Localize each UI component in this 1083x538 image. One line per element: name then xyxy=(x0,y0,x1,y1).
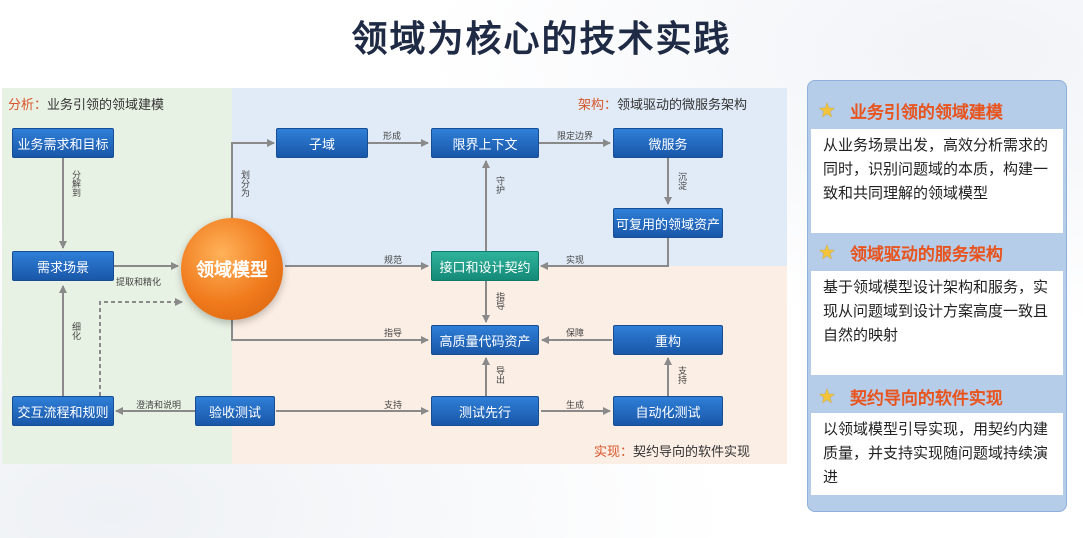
label-refine: 细化 xyxy=(70,322,80,340)
panel-heading-text-1: 业务引领的领域建模 xyxy=(849,102,1003,123)
panel-body-3: 以领域模型引导实现，用契约内建质量，并支持实现随问题域持续演进 xyxy=(811,413,1063,495)
label-form: 形成 xyxy=(383,132,402,142)
panel-heading-3: ★ 契约导向的软件实现 xyxy=(818,383,1003,409)
node-acceptance: 验收测试 xyxy=(195,396,275,426)
edge-divide xyxy=(231,139,275,222)
panel-heading-text-2: 领域驱动的服务架构 xyxy=(849,244,1003,265)
implementation-prefix: 实现： xyxy=(594,445,634,460)
star-icon: ★ xyxy=(818,98,836,122)
node-test-first: 测试先行 xyxy=(431,396,539,426)
node-interaction: 交互流程和规则 xyxy=(12,396,114,426)
panel-heading-2: ★ 领域驱动的服务架构 xyxy=(818,239,1003,265)
analysis-prefix: 分析： xyxy=(8,98,48,113)
label-sediment: 沉淀 xyxy=(676,172,686,190)
star-icon: ★ xyxy=(818,384,836,408)
panel-body-1: 从业务场景出发，高效分析需求的同时，识别问题域的本质，构建一致和共同理解的领域模… xyxy=(811,129,1063,233)
label-decompose: 分解到 xyxy=(70,170,80,197)
label-extract: 提取和精化 xyxy=(116,278,162,288)
edge-implement xyxy=(540,238,669,270)
node-auto-test: 自动化测试 xyxy=(613,396,723,426)
panel-heading-1: ★ 业务引领的领域建模 xyxy=(818,97,1003,123)
label-support-refactor: 支持 xyxy=(676,366,686,384)
label-divide: 划分为 xyxy=(239,170,249,197)
node-code-asset: 高质量代码资产 xyxy=(431,325,539,355)
node-microservice: 微服务 xyxy=(613,128,723,158)
label-clarify: 澄清和说明 xyxy=(136,401,182,411)
label-standard: 规范 xyxy=(384,256,403,266)
label-support-test: 支持 xyxy=(384,401,403,411)
label-generate: 生成 xyxy=(566,401,585,411)
core-domain-model: 领域模型 xyxy=(181,218,283,320)
node-contract: 接口和设计契约 xyxy=(431,251,539,281)
page-title: 领域为核心的技术实践 xyxy=(351,19,732,60)
label-lead-out: 导出 xyxy=(494,366,504,384)
edge-guide-core xyxy=(231,316,429,344)
node-refactor: 重构 xyxy=(613,325,723,355)
label-guide-contract: 指导 xyxy=(494,292,504,310)
architecture-prefix: 架构： xyxy=(578,98,618,113)
node-scenario: 需求场景 xyxy=(12,251,114,281)
node-reusable-asset: 可复用的领域资产 xyxy=(613,208,723,238)
summary-panel: ★ 业务引领的领域建模 从业务场景出发，高效分析需求的同时，识别问题域的本质，构… xyxy=(807,80,1067,512)
implementation-text: 契约导向的软件实现 xyxy=(633,445,751,460)
architecture-region-label: 架构：领域驱动的微服务架构 xyxy=(578,94,747,113)
implementation-region-label: 实现：契约导向的软件实现 xyxy=(594,441,750,460)
analysis-region-label: 分析：业务引领的领域建模 xyxy=(8,94,164,113)
star-icon: ★ xyxy=(818,240,836,264)
label-implement: 实现 xyxy=(566,256,585,266)
node-subdomain: 子域 xyxy=(276,128,368,158)
panel-heading-text-3: 契约导向的软件实现 xyxy=(849,388,1003,409)
edge-dashed xyxy=(99,298,183,396)
label-boundary: 限定边界 xyxy=(557,132,594,142)
label-guide-core: 指导 xyxy=(384,329,403,339)
panel-body-2: 基于领域模型设计架构和服务，实现从问题域到设计方案高度一致且自然的映射 xyxy=(811,271,1063,375)
node-bounded-ctx: 限界上下文 xyxy=(431,128,539,158)
label-protect: 守护 xyxy=(494,176,504,194)
label-ensure: 保障 xyxy=(566,329,585,339)
node-biz-req: 业务需求和目标 xyxy=(12,128,114,158)
analysis-text: 业务引领的领域建模 xyxy=(47,98,165,113)
architecture-text: 领域驱动的微服务架构 xyxy=(617,98,748,113)
implementation-region xyxy=(232,266,787,464)
